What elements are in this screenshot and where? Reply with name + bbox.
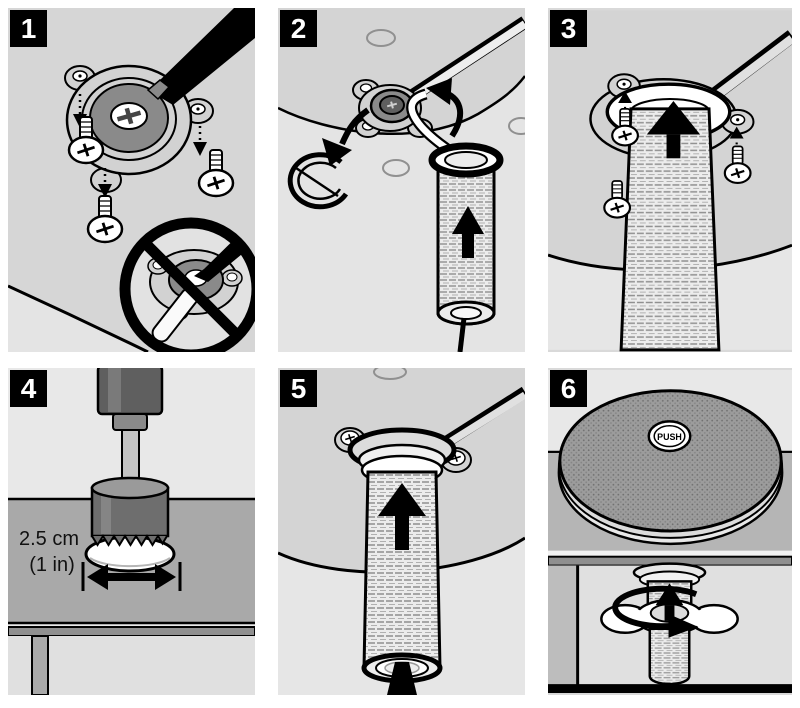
hole-saw-icon — [90, 476, 170, 547]
hole-size-label: 2.5 cm (1 in) — [19, 528, 79, 576]
step-number-badge: 4 — [10, 370, 47, 407]
drill-icon — [96, 368, 164, 491]
imperial-label: (1 in) — [29, 554, 75, 576]
curved-arrow-icon — [426, 78, 464, 138]
threaded-tube-icon — [648, 627, 691, 686]
step-panel-5: 5 — [278, 368, 525, 695]
step-6-illustration: PUSH — [548, 369, 792, 694]
screwdriver-icon — [146, 8, 255, 105]
step-2-illustration — [278, 8, 525, 352]
push-button-icon: PUSH — [647, 420, 692, 453]
cable-icon — [709, 30, 792, 101]
curved-arrow-icon — [322, 107, 370, 166]
threaded-tube-icon — [619, 98, 721, 352]
up-arrow-icon — [378, 483, 426, 550]
push-button-label: PUSH — [657, 432, 682, 442]
table-leg — [31, 635, 49, 695]
dashed-arrow-up-icon — [618, 91, 744, 154]
screw-hole — [382, 159, 410, 177]
metric-label: 2.5 cm — [19, 528, 79, 550]
step-5-illustration — [278, 368, 525, 695]
step-panel-2: 2 — [278, 8, 525, 352]
retaining-ring-icon — [287, 152, 349, 210]
step-panel-6: 6 — [548, 368, 792, 695]
step-panel-3: 3 — [548, 8, 792, 352]
cable-icon — [387, 662, 417, 695]
step-panel-4: 4 — [8, 368, 255, 695]
screw-hole — [366, 29, 396, 47]
step-number-badge: 2 — [280, 10, 317, 47]
up-arrow-icon — [646, 100, 701, 159]
microphone-disc-icon — [557, 389, 784, 546]
screw-hole — [373, 368, 407, 380]
step-3-illustration — [548, 10, 792, 352]
screw-hole — [508, 117, 525, 135]
up-arrow-icon — [655, 583, 684, 621]
step-number-badge: 1 — [10, 10, 47, 47]
step-1-illustration — [8, 8, 255, 352]
prohibition-circle-icon — [119, 217, 255, 352]
under-table-assembly — [600, 562, 739, 686]
step-panel-1: 1 — [8, 8, 255, 352]
rotation-arrow-icon — [612, 585, 699, 638]
step-number-badge: 3 — [550, 10, 587, 47]
step-number-badge: 6 — [550, 370, 587, 407]
step-number-badge: 5 — [280, 370, 317, 407]
step-4-illustration: 2.5 cm (1 in) — [8, 368, 255, 695]
up-arrow-icon — [452, 206, 484, 258]
double-headed-arrow-icon — [81, 562, 182, 591]
cable-icon — [408, 16, 525, 102]
